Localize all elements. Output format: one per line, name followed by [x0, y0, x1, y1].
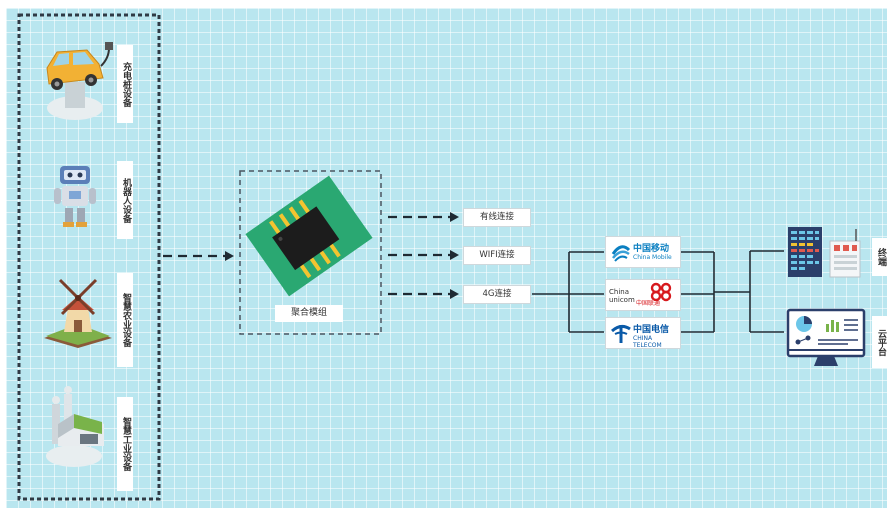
device-label-agriculture: 智慧农业设备 — [117, 273, 133, 367]
module-group-border — [239, 170, 382, 335]
carrier-name-en: CHINA TELECOM — [633, 335, 662, 349]
device-group-border — [17, 13, 161, 501]
output-label-terminal: 终端 — [872, 238, 887, 276]
terminal-server-icon — [788, 227, 861, 278]
carrier-name-cn: 中国联通 — [636, 300, 661, 307]
car-charging-icon — [46, 42, 113, 120]
device-label-industry: 智慧工业设备 — [117, 397, 133, 491]
robot-icon — [54, 166, 96, 227]
carrier-china-unicom: 中国联通 China unicom — [605, 279, 681, 311]
cloud-dashboard-icon — [786, 308, 866, 366]
windmill-farm-icon — [44, 278, 112, 348]
chip-icon — [245, 175, 373, 297]
module-label: 聚合模组 — [275, 305, 343, 322]
connection-4g-label: 4G连接 — [463, 285, 531, 304]
output-label-cloud: 云平台 — [872, 316, 887, 368]
diagram-canvas: 充电桩设备 机器人设备 智慧农业设备 — [6, 8, 887, 508]
carrier-china-mobile: 中国移动 China Mobile — [605, 236, 681, 268]
connector-lines — [17, 13, 784, 501]
china-telecom-logo-icon — [611, 324, 631, 343]
china-unicom-logo-icon — [650, 282, 672, 302]
china-mobile-logo-icon — [611, 245, 631, 262]
connection-wifi-label: WIFI连接 — [463, 246, 531, 265]
carrier-name-cn: 中国移动 — [633, 244, 670, 254]
connection-wired-label: 有线连接 — [463, 208, 531, 227]
device-label-robot: 机器人设备 — [117, 161, 133, 239]
factory-icon — [46, 386, 104, 467]
carrier-name-cn: 中国电信 — [633, 325, 670, 335]
carrier-china-telecom: 中国电信 CHINA TELECOM — [605, 317, 681, 349]
carrier-name-en: China unicom — [609, 288, 635, 304]
carrier-name-en: China Mobile — [633, 254, 672, 261]
device-label-charging: 充电桩设备 — [117, 45, 133, 123]
